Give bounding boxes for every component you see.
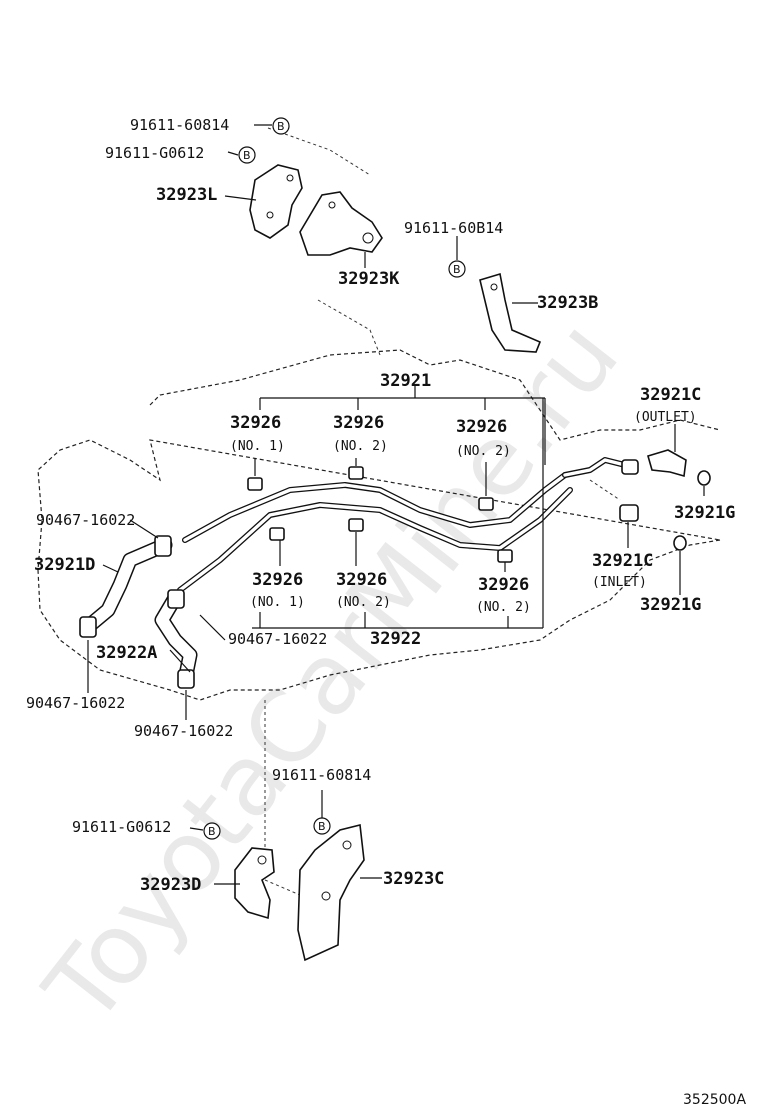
clip-shapes [79,535,195,689]
label-91611-60814-lower: 91611-60814 [272,766,371,784]
label-32921G-lower: 32921G [640,595,701,615]
tube-32922 [177,487,573,593]
label-90467-16022-left-top: 90467-16022 [36,511,135,529]
hose-32922A [154,590,198,688]
bolt-symbol-top2: B [238,146,256,164]
svg-text:B: B [243,149,251,162]
fitting-outlet [621,449,687,478]
leader-lines [87,124,705,885]
label-91611-G0612-top: 91611-G0612 [105,144,204,162]
bolt-symbol-lower1: B [313,817,331,835]
label-90467-16022-center: 90467-16022 [228,630,327,648]
label-32926-no2-d: 32926 [478,575,529,595]
fitting-inlet [619,504,639,522]
label-91611-G0612-lower: 91611-G0612 [72,818,171,836]
label-90467-16022-left-bottom: 90467-16022 [26,694,125,712]
label-32923B: 32923B [537,293,598,313]
label-32926-no2-a: 32926 [333,413,384,433]
label-32923D: 32923D [140,875,201,895]
label-no2-d: (NO. 2) [476,600,531,615]
label-32923L: 32923L [156,185,217,205]
label-no1-c: (NO. 1) [250,595,305,610]
tube-32921 [182,457,628,543]
label-91611-60B14: 91611-60B14 [404,219,503,237]
label-32926-no2-b: 32926 [456,417,507,437]
grommet-shapes [247,466,513,563]
part-labels: 91611-60814 91611-G0612 32923L 32923K 91… [26,116,735,895]
label-no2-c: (NO. 2) [336,595,391,610]
figure-reference: 352500A [683,1092,746,1108]
svg-text:B: B [453,263,461,276]
label-no1-a: (NO. 1) [230,439,285,454]
label-32921C-inlet: 32921C [592,551,653,571]
svg-text:B: B [277,120,285,133]
label-32926-no1-a: 32926 [230,413,281,433]
label-32923K: 32923K [338,269,400,289]
bolt-symbol-top1: B [272,117,290,135]
bolt-symbol-lower2: B [203,822,221,840]
label-outlet: (OUTLET) [634,410,697,425]
hose-32921D [82,537,173,633]
label-no2-b: (NO. 2) [456,444,511,459]
label-32921C-outlet: 32921C [640,385,701,405]
label-32926-no1-c: 32926 [252,570,303,590]
svg-text:B: B [318,820,326,833]
label-32926-no2-c: 32926 [336,570,387,590]
label-32921G-upper: 32921G [674,503,735,523]
label-32921: 32921 [380,371,431,391]
gasket-upper [697,470,711,486]
label-no2-a: (NO. 2) [333,439,388,454]
bolt-symbol-mid: B [448,260,466,278]
bracket-32923L [249,164,303,239]
bracket-32923K [299,191,383,256]
bracket-32923B [479,272,542,353]
svg-text:B: B [208,825,216,838]
gasket-lower [673,535,687,551]
label-32921D: 32921D [34,555,95,575]
label-32922: 32922 [370,629,421,649]
label-90467-16022-bottom: 90467-16022 [134,722,233,740]
label-32923C: 32923C [383,869,444,889]
label-32922A: 32922A [96,643,157,663]
label-91611-60814-top: 91611-60814 [130,116,229,134]
label-inlet: (INLET) [592,575,647,590]
bracket-32923D [234,847,275,920]
bracket-32923C [297,824,365,962]
